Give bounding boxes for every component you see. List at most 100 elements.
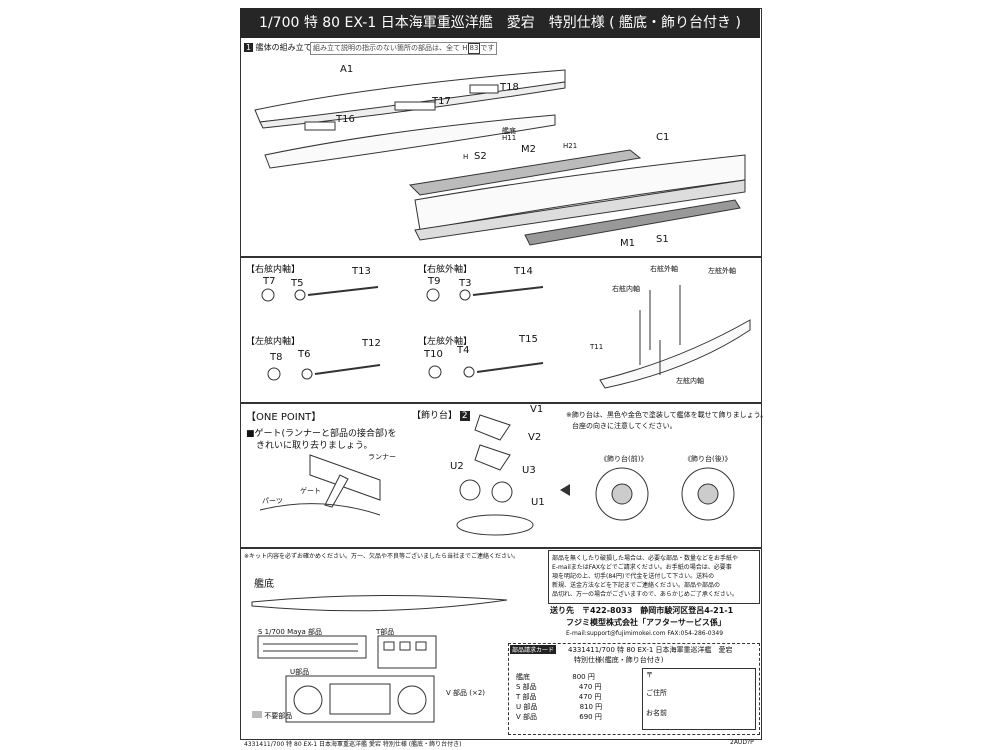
order-text-4: 新規、送金方法などを下記までご連絡ください。部品や部品の [552, 582, 721, 589]
unused-swatch [252, 711, 262, 718]
order-row-4-price: 810 円 [579, 703, 603, 711]
step1-note-text: 組み立て説明の指示のない箇所の部品は、全て H [313, 44, 468, 52]
order-text-3: 項を明記の上、切手(84円)で代金を送付して下さい。送料の [552, 573, 715, 580]
shaft-heading-4: 【左舷外軸】 [418, 337, 473, 347]
stand-step-number: 2 [459, 411, 470, 421]
diagram-label-port-inner: 左舷内軸 [676, 377, 704, 385]
hull-bottom-code: H11 [502, 134, 517, 142]
step1-note-end: です [480, 44, 495, 52]
stand-heading: 【飾り台】 2 [412, 408, 470, 421]
shaft-3-part-a: T8 [270, 352, 283, 363]
order-row-3: T 部品 470 円 [516, 692, 601, 702]
c1-code: H21 [563, 142, 578, 150]
order-card-title-1: 4331411/700 特 80 EX-1 日本海軍重巡洋艦 愛宕 [568, 646, 733, 654]
one-point-heading: 【ONE POINT】 [246, 412, 322, 423]
gate-illustration [259, 454, 381, 516]
field-address: ご住所 [646, 689, 667, 697]
order-text-2: E-mailまたはFAXなどでご請求ください。お手紙の場合は、必要事 [552, 564, 732, 571]
hull-bottom-label: 艦底 [502, 127, 516, 135]
diagram-label-t11: T11 [590, 343, 604, 351]
stand-heading-text: 【飾り台】 [412, 411, 458, 421]
stand-part-v1: V1 [530, 404, 544, 415]
order-text-1: 部品を無くしたり破損した場合は、必要な部品・数量などをお手紙や [552, 555, 739, 562]
page-title: 1/700 特 80 EX-1 日本海軍重巡洋艦 愛宕 特別仕様 ( 艦底・飾り… [240, 8, 760, 38]
stand-note-1: ※飾り台は、黒色や金色で塗装して艦体を載せて飾りましょう。 [566, 411, 768, 419]
order-row-4-name: U 部品 [516, 703, 538, 711]
contact: E-mail:support@fujimimokei.com FAX:054-2… [566, 630, 724, 637]
shaft-1-part-b: T5 [291, 278, 304, 289]
part-label: パーツ [262, 497, 283, 505]
stand-illustration [456, 414, 534, 536]
shaft-heading-3: 【左舷内軸】 [246, 337, 301, 347]
shaft-2-part-a: T9 [428, 276, 441, 287]
order-row-1-price: 800 円 [572, 673, 595, 681]
one-point-text-1: ■ゲート(ランナーと部品の接合部)を [246, 429, 397, 439]
order-card-label: 部品請求カード [510, 645, 557, 654]
part-m1: M1 [620, 238, 635, 249]
order-row-5-name: V 部品 [516, 713, 538, 721]
t-parts-runner [377, 635, 437, 669]
divider-3 [240, 547, 762, 549]
footer-right: 2AUD?P [730, 739, 754, 746]
shaft-heading-1: 【右舷内軸】 [246, 265, 301, 275]
shaft-3-drawing [267, 364, 381, 381]
kit-notice: ※キット内容を必ずお確かめください。万一、欠品や不良等ございましたら当社までご連… [244, 553, 520, 560]
field-name: お名前 [646, 709, 667, 717]
shaft-heading-2: 【右舷外軸】 [418, 265, 473, 275]
hull-bottom-parts-label: 艦底 [254, 579, 274, 590]
shaft-placement-diagram [599, 285, 751, 389]
part-t18: T18 [500, 82, 519, 93]
shaft-4-part-c: T15 [519, 334, 538, 345]
stand-part-v2: V2 [528, 432, 542, 443]
order-row-2-price: 470 円 [578, 683, 602, 691]
part-a1: A1 [340, 64, 354, 75]
order-row-3-name: T 部品 [516, 693, 537, 701]
divider-1 [240, 256, 762, 258]
part-s1: S1 [656, 234, 669, 245]
order-text-5: 品切れ、万一の場合がございますので、あらかじめご了承ください。 [552, 591, 738, 598]
diagram-label-starboard-inner: 右舷内軸 [612, 285, 640, 293]
order-info-box [548, 550, 760, 604]
order-row-4: U 部品 810 円 [516, 702, 602, 712]
unused-parts-text: 不要部品 [264, 712, 293, 720]
stand-note-2: 台座の向きに注意してください。 [572, 422, 677, 430]
address-box [642, 668, 756, 730]
stand-rear-label: 《飾り台(後)》 [684, 455, 732, 463]
hull-upper-illustration [254, 69, 566, 169]
step1-header: 1 艦体の組み立て [244, 42, 312, 53]
u-parts-runner [285, 675, 435, 723]
part-c1: C1 [656, 132, 670, 143]
order-row-5: V 部品 690 円 [516, 712, 602, 722]
one-point-text-2: きれいに取り去りましょう。 [256, 441, 373, 451]
shaft-4-part-b: T4 [457, 345, 470, 356]
gate-label: ゲート [300, 487, 321, 495]
u-parts-label: U部品 [290, 668, 310, 676]
unused-parts-label: 不要部品 [252, 711, 292, 721]
t-parts-label: T部品 [376, 628, 395, 636]
diagram-label-starboard-outer: 右舷外軸 [650, 265, 678, 273]
step1-number: 1 [244, 43, 254, 52]
part-s2: S2 [474, 151, 487, 162]
shaft-1-part-a: T7 [263, 276, 276, 287]
stand-part-u2: U2 [450, 461, 464, 472]
stand-views [560, 467, 735, 521]
company: フジミ模型株式会社「アフターサービス係」 [566, 618, 726, 627]
order-card [508, 643, 760, 735]
s-parts-runner [257, 635, 367, 659]
shaft-2-drawing [426, 286, 544, 302]
part-t16: T16 [336, 114, 355, 125]
shaft-2-part-b: T3 [459, 278, 472, 289]
shaft-1-part-c: T13 [352, 266, 371, 277]
s2-code: H [463, 153, 469, 161]
s-parts-label: S 1/700 Maya 部品 [258, 628, 323, 636]
order-row-2: S 部品 470 円 [516, 682, 602, 692]
hull-bottom-part [251, 594, 508, 612]
field-postal: 〒 [646, 671, 653, 679]
shaft-3-part-c: T12 [362, 338, 381, 349]
shaft-4-part-a: T10 [424, 349, 443, 360]
step1-heading: 艦体の組み立て [255, 43, 312, 52]
order-row-2-name: S 部品 [516, 683, 537, 691]
order-row-1-name: 艦底 [516, 673, 530, 681]
shaft-4-drawing [428, 362, 544, 379]
